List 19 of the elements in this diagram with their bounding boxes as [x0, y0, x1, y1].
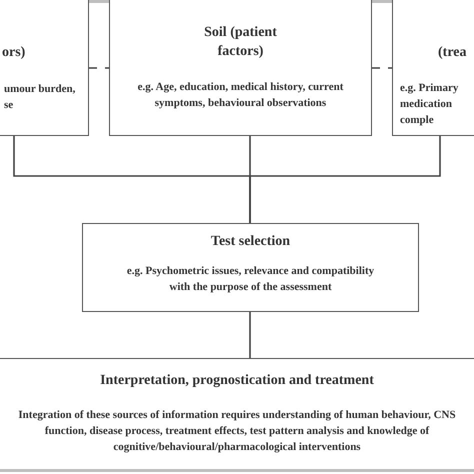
- box-description: e.g. Primary medication comple: [399, 81, 460, 128]
- text-box: [0, 0, 89, 136]
- box-heading: Test selection: [210, 233, 292, 251]
- text-box: [82, 223, 419, 312]
- box-description: e.g. Age, education, medical history, current symptoms, behavioural observations: [136, 80, 344, 111]
- box-heading: ors): [2, 44, 26, 62]
- box-description: e.g. Psychometric issues, relevance and compatibility with the purpose of the assessment: [126, 264, 376, 295]
- box-description: umour burden, se: [3, 82, 76, 113]
- box-description: Integration of these sources of information requires understanding of human behaviour, CNS function, disease process, treatment effects, test pattern analysis and knowledge of cognitive/behavioural/pharmacological interventions: [17, 408, 457, 455]
- box-heading: (trea: [437, 44, 468, 62]
- connector-line: [249, 136, 441, 223]
- connector-line: [249, 311, 251, 358]
- text-box: [109, 0, 372, 136]
- dashed-connector: [372, 67, 392, 69]
- box-heading: Interpretation, prognostication and treatment: [99, 372, 375, 390]
- dashed-connector: [89, 67, 109, 69]
- box-heading: Soil (patient factors): [203, 24, 278, 61]
- text-box: [392, 0, 474, 136]
- text-box: [0, 358, 474, 472]
